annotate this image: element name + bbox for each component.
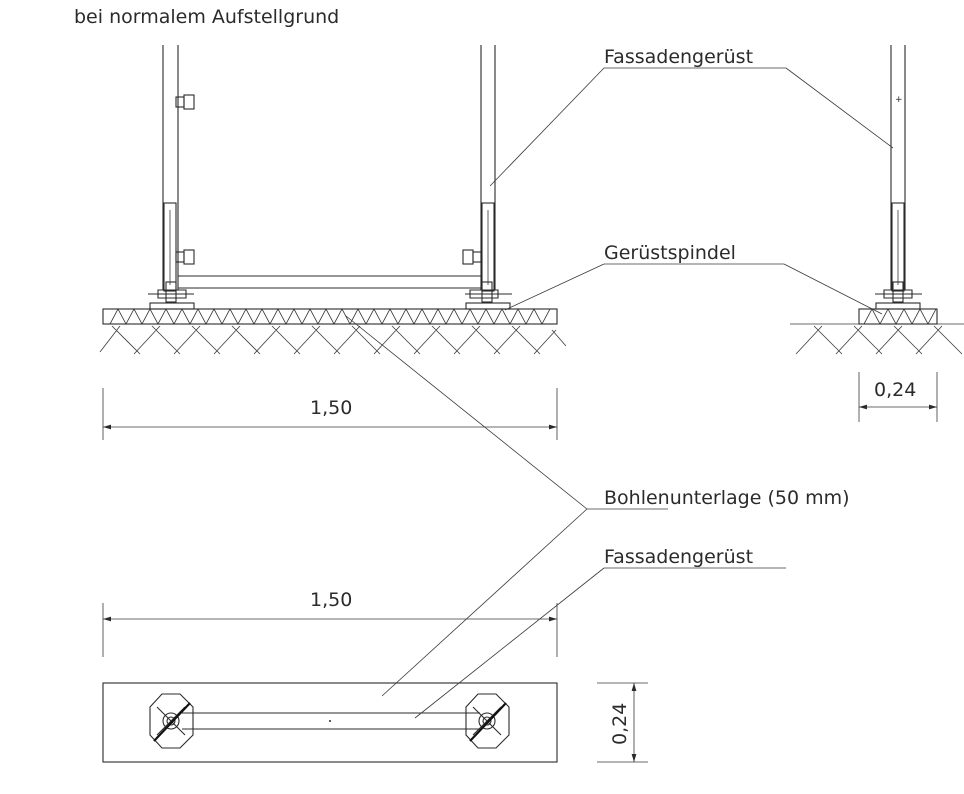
ground-hatch-front bbox=[99, 325, 567, 355]
svg-text:Bohlenunterlage (50 mm): Bohlenunterlage (50 mm) bbox=[604, 487, 850, 509]
label-facade-scaffold-top: Fassadengerüst bbox=[489, 46, 894, 187]
dim-plan-width: 1,50 bbox=[310, 589, 352, 611]
svg-text:Fassadengerüst: Fassadengerüst bbox=[604, 546, 753, 568]
left-standard bbox=[148, 45, 195, 310]
plank-base-plan bbox=[102, 682, 558, 763]
svg-text:Gerüstspindel: Gerüstspindel bbox=[604, 242, 736, 264]
base-plate-left bbox=[149, 693, 194, 749]
plank-base-side bbox=[858, 308, 938, 325]
plank-hatch-front bbox=[109, 308, 551, 325]
drawing-heading: bei normalem Aufstellgrund bbox=[74, 6, 339, 28]
right-standard bbox=[462, 45, 512, 310]
label-plank-base: Bohlenunterlage (50 mm) bbox=[345, 315, 850, 697]
svg-text:+: + bbox=[895, 95, 903, 105]
dim-side-depth: 0,24 bbox=[874, 379, 916, 401]
ledger bbox=[178, 275, 481, 289]
label-facade-scaffold-plan: Fassadengerüst bbox=[414, 546, 786, 719]
plank-base-front bbox=[102, 308, 558, 325]
plan-view: 1,50 0,24 bbox=[102, 589, 648, 763]
label-scaffold-spindle: Gerüstspindel bbox=[504, 242, 883, 315]
svg-text:Fassadengerüst: Fassadengerüst bbox=[604, 46, 753, 68]
front-elevation bbox=[99, 45, 567, 355]
dim-plan-depth: 0,24 bbox=[609, 703, 631, 745]
base-plate-right bbox=[465, 693, 510, 749]
dim-front: 1,50 bbox=[102, 388, 558, 440]
dim-front-width: 1,50 bbox=[310, 397, 352, 419]
side-elevation: + 0,24 bbox=[790, 45, 964, 422]
